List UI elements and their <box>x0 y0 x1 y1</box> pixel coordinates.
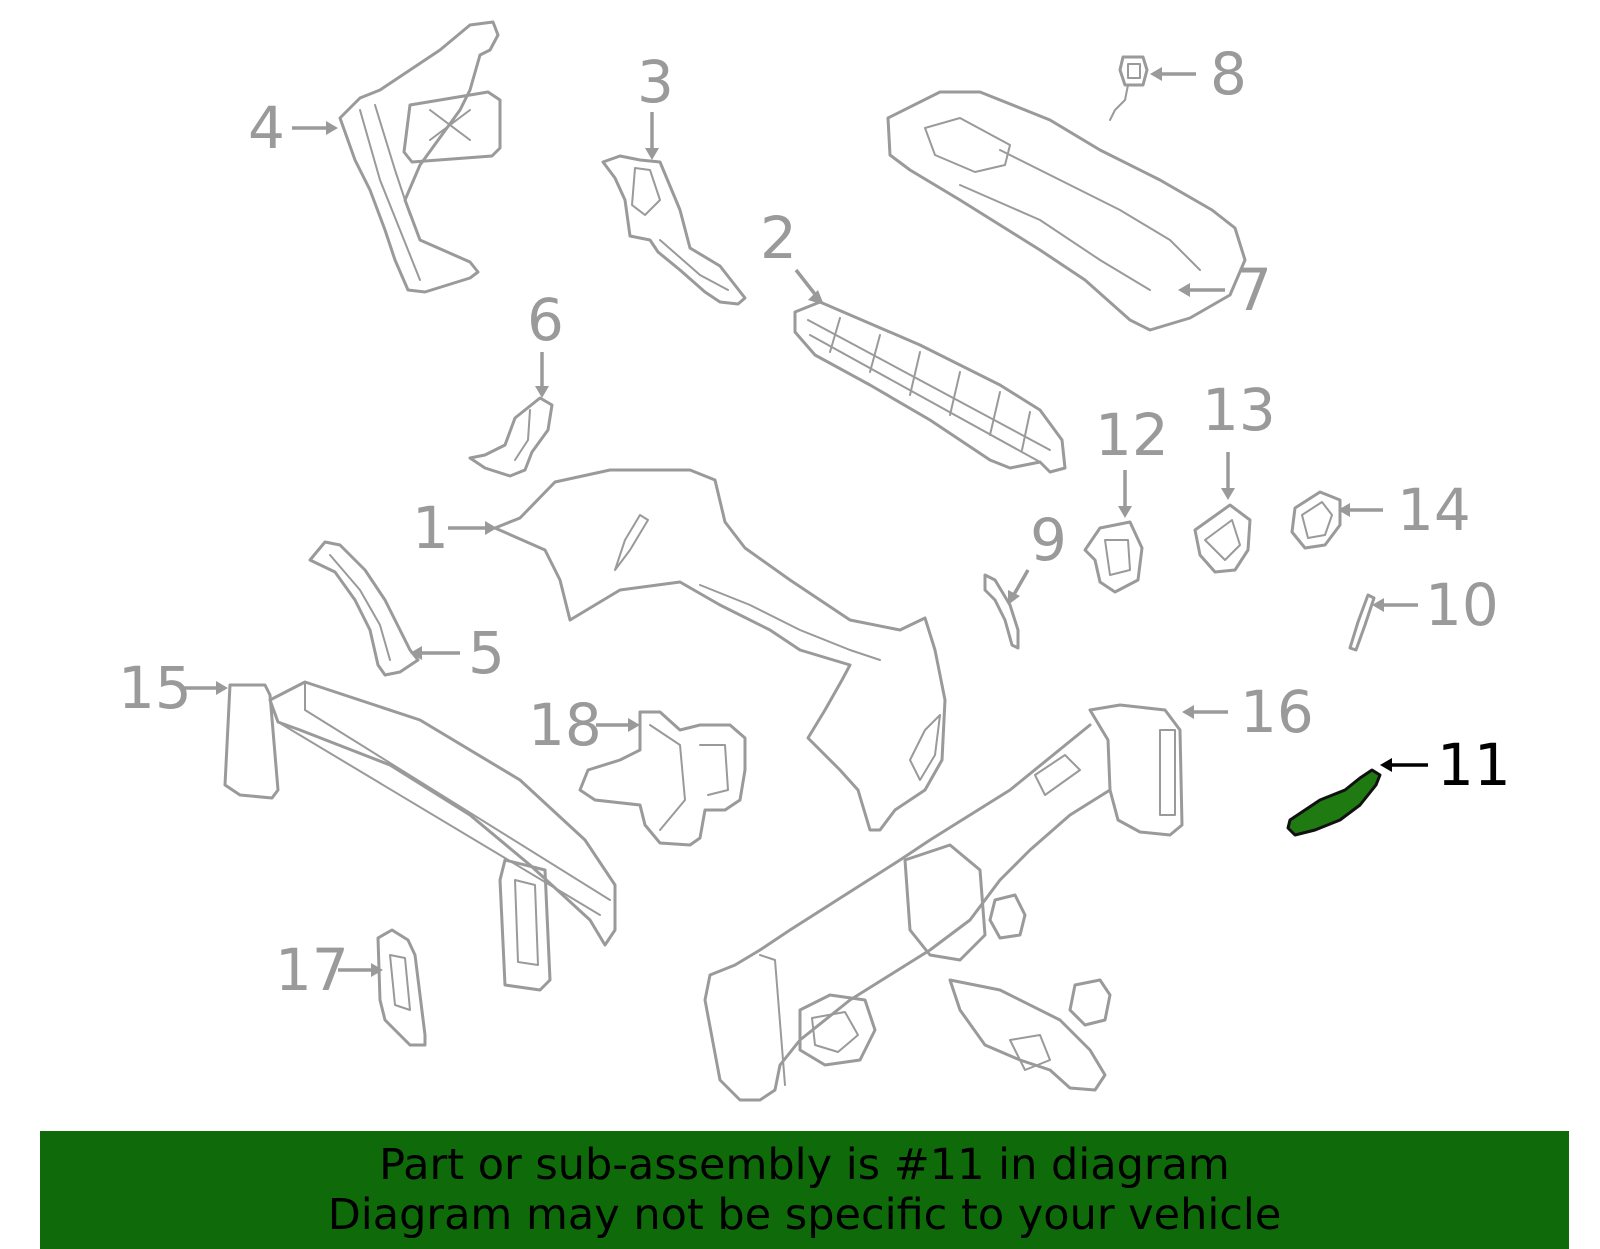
part-1[interactable] <box>493 468 947 832</box>
part-9[interactable] <box>983 573 1020 650</box>
callout-label-17: 17 <box>275 936 349 1004</box>
callout-14[interactable]: 14 <box>1338 476 1471 544</box>
callout-label-10: 10 <box>1425 571 1499 639</box>
callout-5[interactable]: 5 <box>410 619 505 687</box>
callout-label-13: 13 <box>1202 376 1276 444</box>
callout-15[interactable]: 15 <box>118 654 228 722</box>
part-15[interactable] <box>223 680 617 992</box>
callout-label-14: 14 <box>1397 476 1471 544</box>
part-8[interactable] <box>1109 55 1149 121</box>
callout-13[interactable]: 13 <box>1202 376 1276 500</box>
part-5[interactable] <box>308 540 420 677</box>
callout-3[interactable]: 3 <box>637 48 674 160</box>
callout-label-5: 5 <box>468 619 505 687</box>
callout-label-6: 6 <box>527 286 564 354</box>
part-18[interactable] <box>578 710 747 847</box>
callout-label-15: 15 <box>118 654 192 722</box>
part-7[interactable] <box>886 90 1247 332</box>
part-12[interactable] <box>1083 520 1144 594</box>
part-17[interactable] <box>376 928 427 1047</box>
part-3[interactable] <box>601 154 747 306</box>
callout-2[interactable]: 2 <box>760 204 824 305</box>
part-11-highlighted[interactable] <box>1286 768 1382 837</box>
info-banner: Part or sub-assembly is #11 in diagram D… <box>40 1131 1569 1249</box>
callout-label-9: 9 <box>1030 506 1067 574</box>
callout-label-8: 8 <box>1210 40 1247 108</box>
part-13[interactable] <box>1193 503 1252 574</box>
callout-12[interactable]: 12 <box>1095 401 1169 518</box>
part-16[interactable] <box>703 703 1184 1102</box>
callout-label-18: 18 <box>528 691 602 759</box>
banner-line-1: Part or sub-assembly is #11 in diagram <box>379 1140 1230 1190</box>
callout-7[interactable]: 7 <box>1178 256 1272 324</box>
callout-9[interactable]: 9 <box>1008 506 1067 605</box>
part-6[interactable] <box>468 396 554 478</box>
callout-label-1: 1 <box>412 494 449 562</box>
callout-label-12: 12 <box>1095 401 1169 469</box>
callout-label-11: 11 <box>1437 731 1511 799</box>
callout-6[interactable]: 6 <box>527 286 564 398</box>
part-2[interactable] <box>793 300 1067 474</box>
part-4[interactable] <box>338 20 502 294</box>
callout-10[interactable]: 10 <box>1372 571 1499 639</box>
callout-1[interactable]: 1 <box>412 494 497 562</box>
callout-label-2: 2 <box>760 204 797 272</box>
callout-16[interactable]: 16 <box>1182 678 1314 746</box>
callout-label-16: 16 <box>1240 678 1314 746</box>
callout-label-3: 3 <box>637 48 674 116</box>
callout-18[interactable]: 18 <box>528 691 640 759</box>
callout-8[interactable]: 8 <box>1150 40 1247 108</box>
callout-11[interactable]: 11 <box>1380 731 1511 799</box>
callout-17[interactable]: 17 <box>275 936 383 1004</box>
part-14[interactable] <box>1290 490 1342 550</box>
callout-4[interactable]: 4 <box>248 94 338 162</box>
part-10[interactable] <box>1348 593 1376 652</box>
banner-line-2: Diagram may not be specific to your vehi… <box>327 1190 1282 1240</box>
callout-label-7: 7 <box>1235 256 1272 324</box>
callout-label-4: 4 <box>248 94 285 162</box>
